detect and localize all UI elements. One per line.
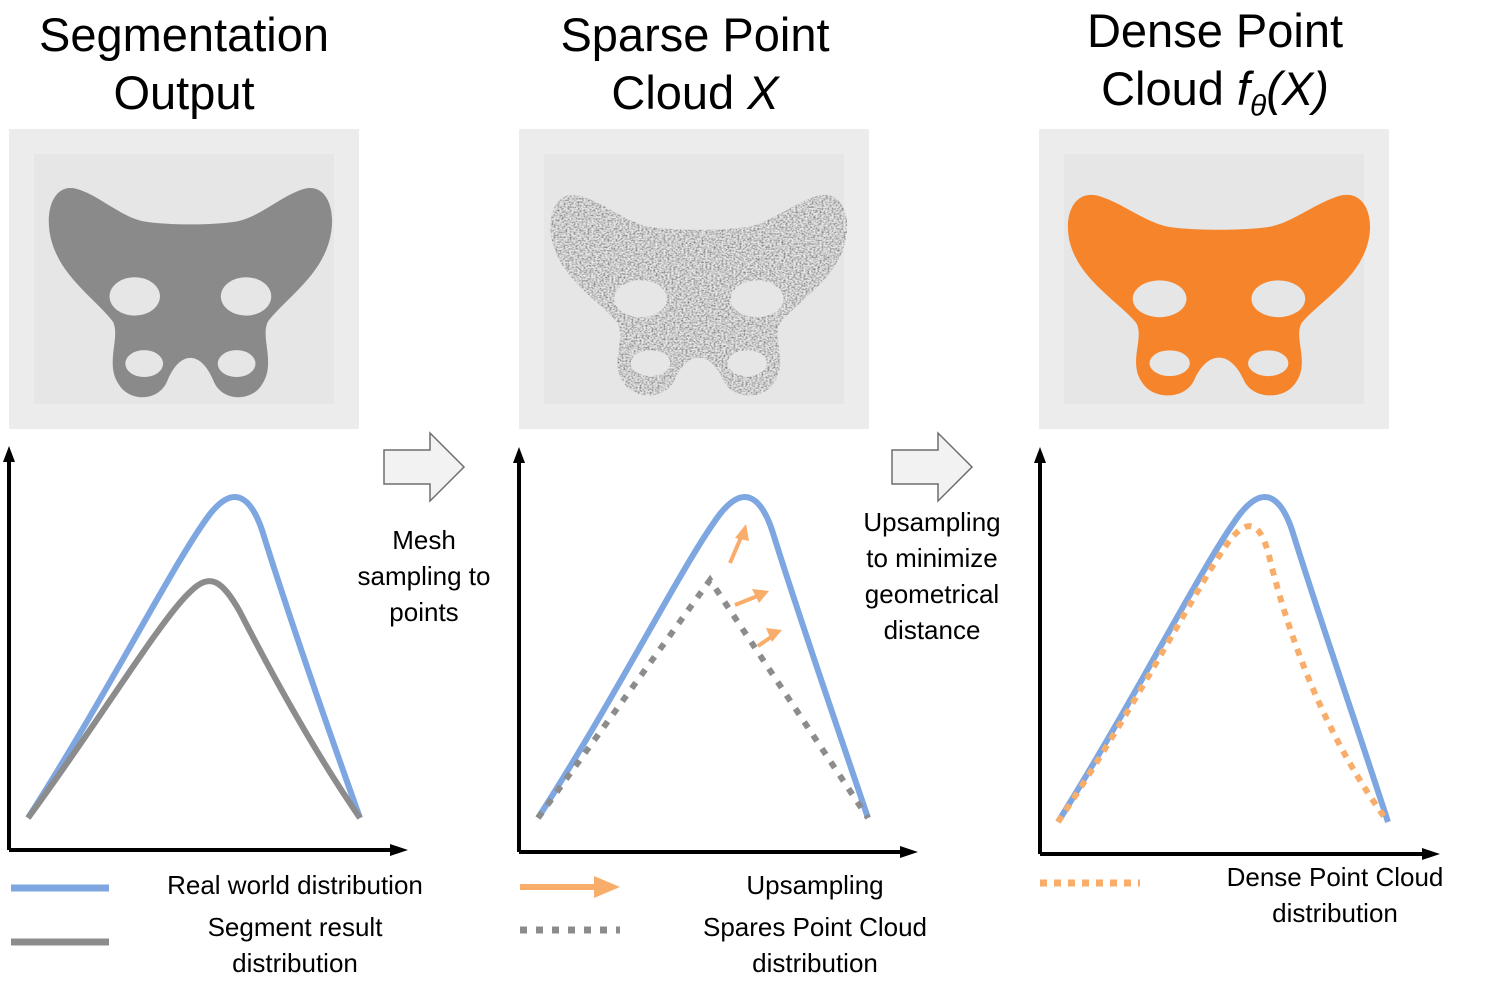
step-mesh-sampling: Mesh sampling to points (340, 522, 508, 630)
title-line: Segmentation (38, 8, 330, 61)
legend-line: Spares Point Cloud (702, 912, 928, 942)
legend-real-world-label: Real world distribution (167, 870, 423, 900)
pelvis-segmentation-image (48, 187, 333, 398)
upsampling-arrowhead (752, 589, 769, 603)
legend-line: distribution (752, 948, 878, 978)
x-axis-arrowhead (1422, 848, 1440, 860)
title-sparse-point-cloud: Sparse Point Cloud X (510, 6, 880, 122)
chart-2-axes (513, 447, 918, 858)
title-italic-f: f (1236, 62, 1250, 115)
upsampling-arrowhead (766, 628, 782, 642)
title-dense-point-cloud: Dense Point Cloud fθ(X) (1030, 2, 1400, 135)
step-line: points (389, 597, 459, 627)
pelvis-dense-point-cloud-image (1067, 194, 1371, 396)
legend-line: distribution (232, 948, 358, 978)
x-axis-arrowhead (900, 846, 918, 858)
upsampling-arrows (728, 524, 782, 648)
segment-result-curve (25, 578, 363, 820)
y-axis-arrowhead (1034, 447, 1046, 463)
title-line: Output (113, 66, 255, 119)
right-arrow-icon (891, 431, 974, 503)
step-line: Upsampling (863, 507, 1001, 537)
legend-upsampling-swatch (520, 876, 620, 898)
step-line: geometrical (864, 579, 1000, 609)
right-arrow-icon (383, 431, 466, 503)
step-upsampling: Upsampling to minimize geometrical dista… (842, 504, 1022, 648)
upsampling-arrow (734, 593, 761, 607)
legend-segment-label: Segment result distribution (150, 909, 440, 981)
legend-upsampling-label: Upsampling (746, 870, 884, 900)
step-line: sampling to (357, 561, 491, 591)
title-segmentation: Segmentation Output (0, 6, 368, 122)
title-line-2: Cloud X (510, 64, 880, 122)
title-prefix: Cloud (611, 66, 748, 119)
legend-dense-label: Dense Point Cloud distribution (1190, 859, 1480, 931)
real-world-curve (25, 494, 363, 820)
title-line-2: Cloud fθ(X) (1030, 60, 1400, 135)
x-axis-arrowhead (390, 844, 408, 856)
y-axis-arrowhead (513, 447, 525, 463)
legend-line: Segment result (207, 912, 383, 942)
title-prefix: Cloud (1101, 62, 1237, 115)
legend-line: distribution (1272, 898, 1398, 928)
chart-1-axes (3, 446, 408, 856)
dense-point-cloud-curve (1055, 523, 1391, 824)
y-axis-arrowhead (3, 446, 15, 462)
real-world-curve (535, 494, 871, 820)
real-world-curve (1055, 494, 1391, 824)
upsampling-arrow (728, 534, 744, 564)
legend-sparse-label: Spares Point Cloud distribution (670, 909, 960, 981)
title-line: Dense Point (1086, 4, 1344, 57)
step-line: to minimize (866, 543, 998, 573)
legend-line: Dense Point Cloud (1226, 862, 1444, 892)
title-subscript-theta: θ (1249, 89, 1267, 123)
title-line: Sparse Point (560, 8, 830, 61)
upsampling-arrowhead (735, 524, 749, 541)
chart-3-axes (1034, 447, 1440, 860)
step-line: distance (883, 615, 981, 645)
title-italic-x: X (747, 66, 779, 119)
title-italic-x: (X) (1266, 62, 1329, 115)
sparse-point-cloud-curve (535, 574, 871, 820)
step-line: Mesh (392, 525, 456, 555)
pelvis-sparse-point-cloud-image (550, 194, 848, 396)
